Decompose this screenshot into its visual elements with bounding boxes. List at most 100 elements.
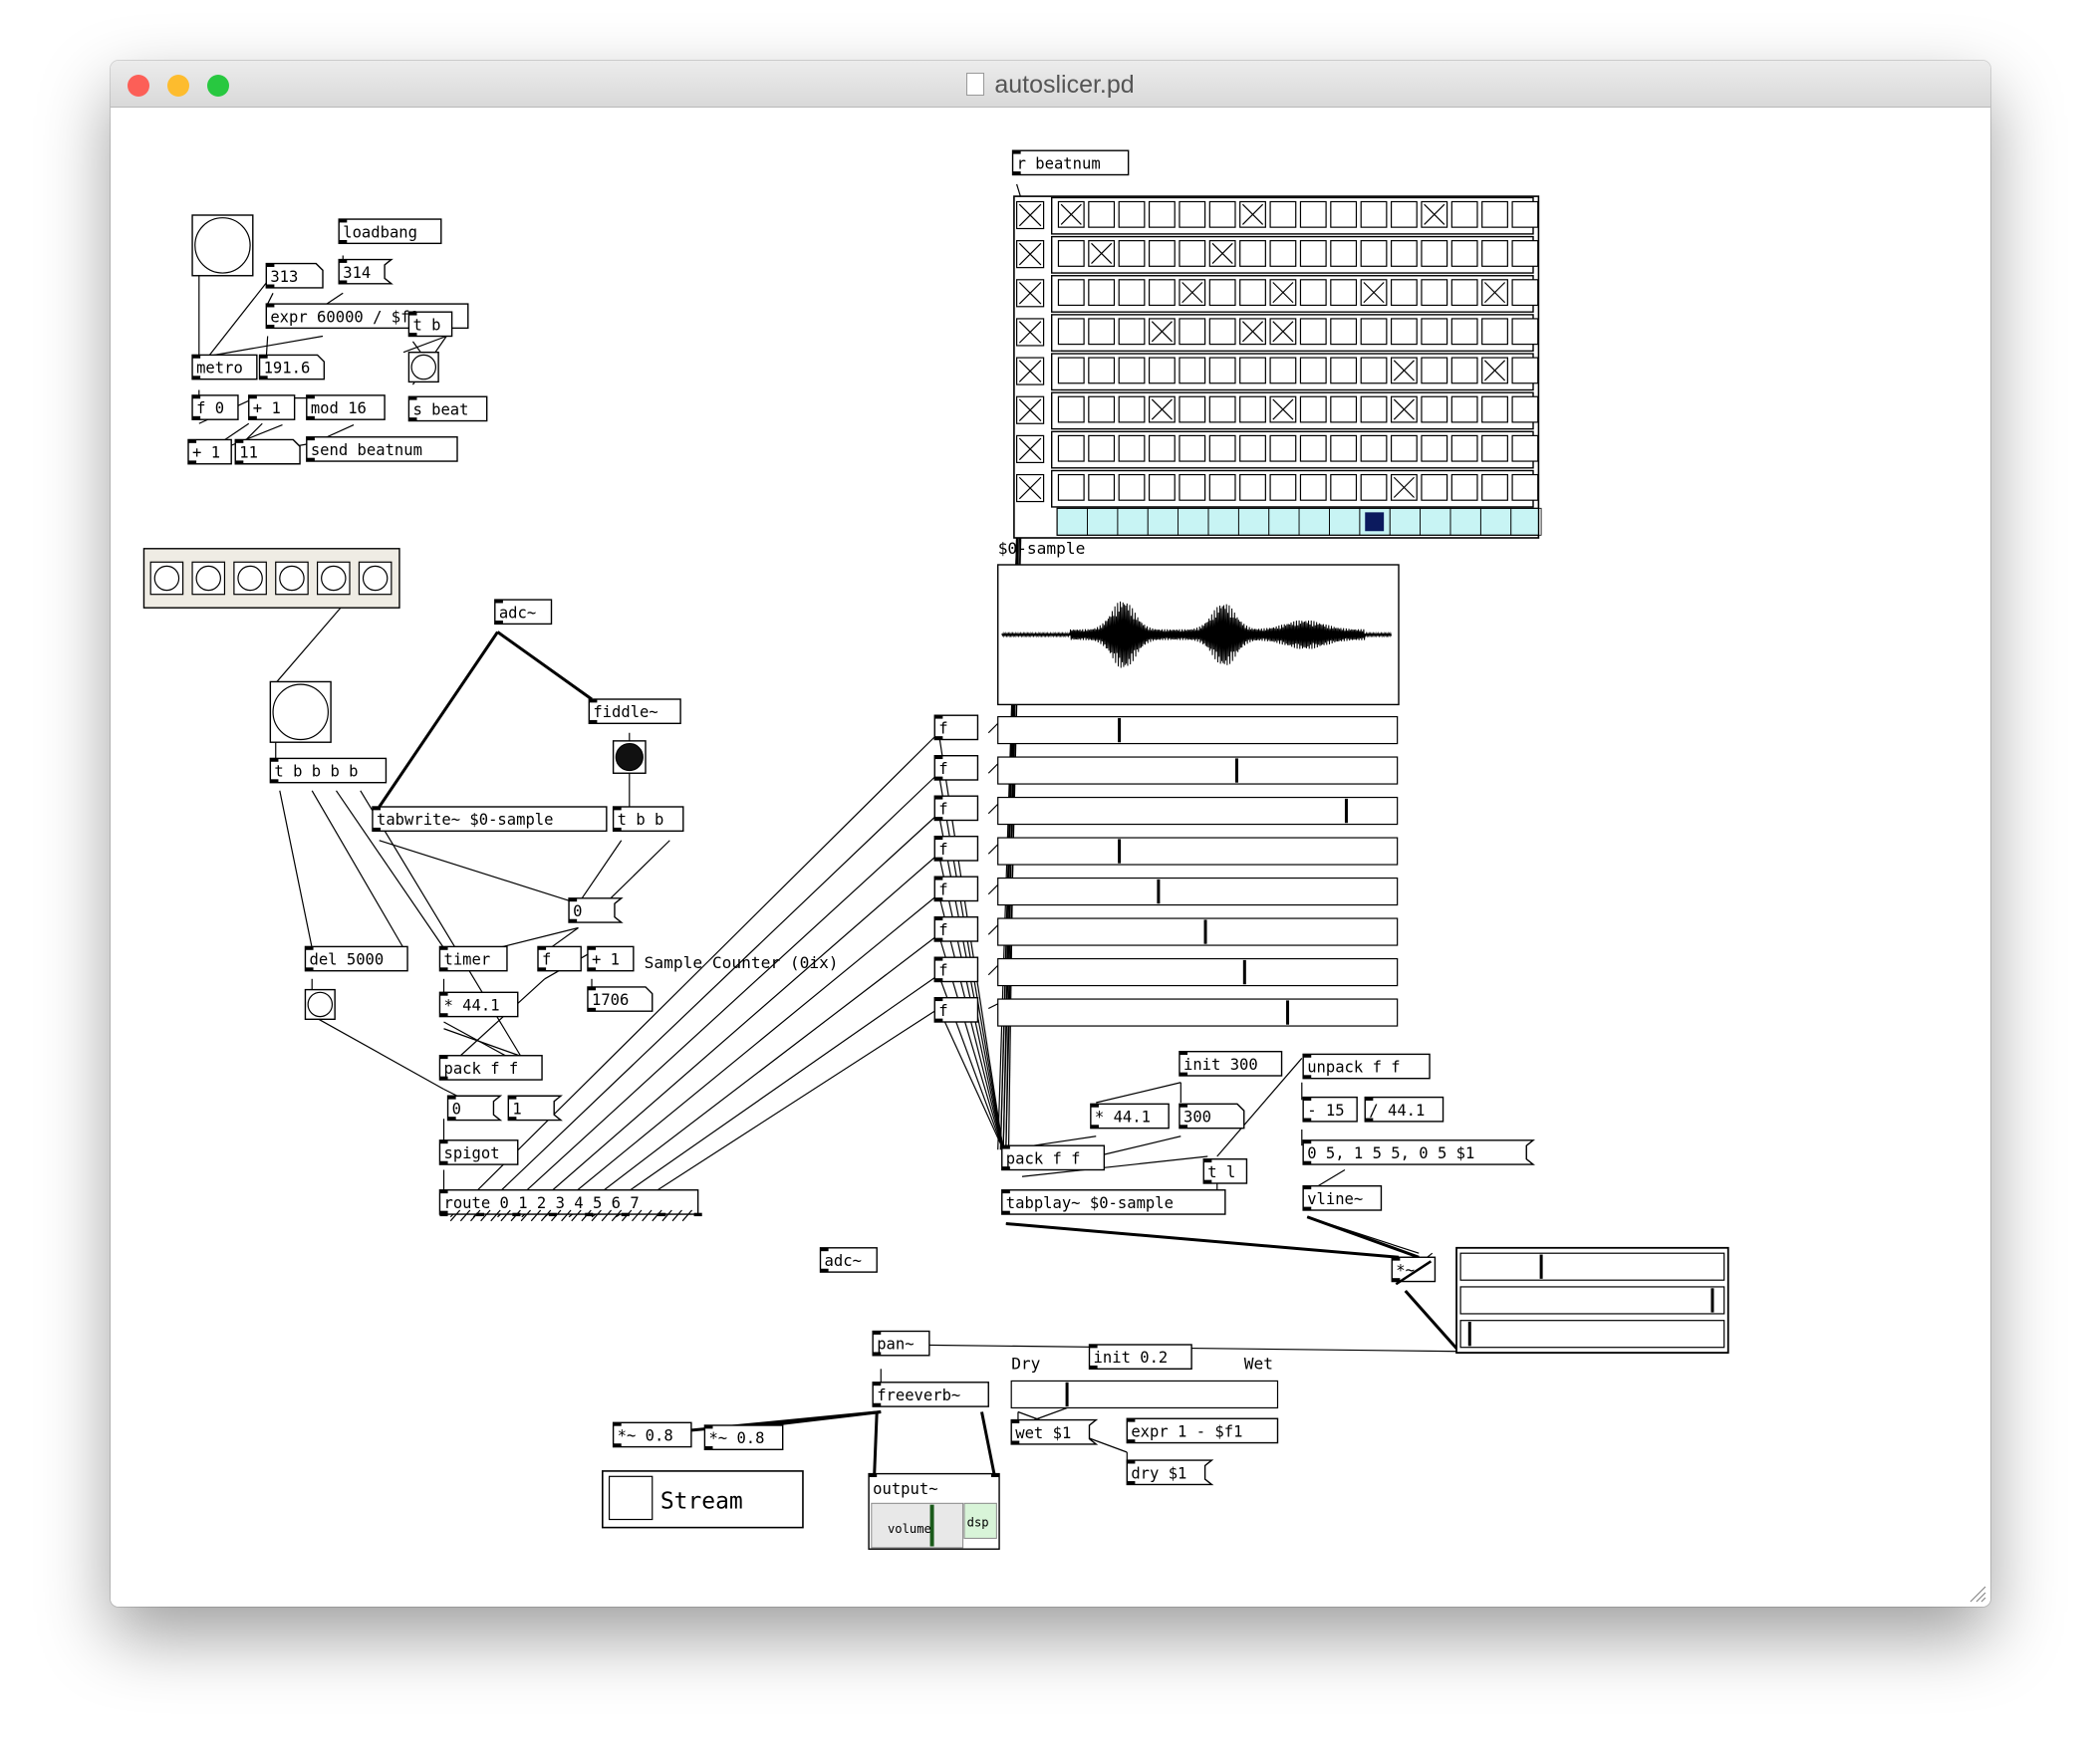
timer-box[interactable] [438, 945, 508, 972]
step-toggle[interactable] [1269, 434, 1297, 462]
plus1-a-box[interactable] [248, 394, 296, 420]
step-toggle[interactable] [1148, 240, 1176, 267]
step-toggle[interactable] [1057, 434, 1085, 462]
step-toggle[interactable] [1450, 473, 1478, 501]
msg-1-msg[interactable] [507, 1095, 563, 1122]
mul-441b-box[interactable] [1090, 1103, 1170, 1130]
mul-08b-box[interactable] [703, 1424, 784, 1450]
plus1-box[interactable] [587, 945, 635, 972]
mul-441-box[interactable] [438, 991, 519, 1018]
step-toggle[interactable] [1179, 200, 1206, 228]
tabwrite-box[interactable] [372, 806, 608, 832]
step-toggle[interactable] [1421, 357, 1448, 384]
f-box[interactable] [537, 945, 582, 972]
step-toggle[interactable] [1330, 473, 1358, 501]
slice-f-box[interactable] [933, 795, 979, 822]
num-1706-number[interactable] [587, 986, 654, 1012]
slice-f-box[interactable] [933, 755, 979, 781]
step-toggle[interactable] [1057, 318, 1085, 346]
slice-slider[interactable] [997, 837, 1399, 866]
init-300-box[interactable] [1179, 1051, 1283, 1077]
playhead-row[interactable] [1056, 507, 1539, 536]
slice-slider[interactable] [997, 957, 1399, 987]
metro-bang-icon[interactable] [194, 217, 251, 274]
step-toggle[interactable] [1330, 434, 1358, 462]
step-toggle[interactable] [1239, 357, 1266, 384]
step-toggle[interactable] [1088, 473, 1116, 501]
step-toggle[interactable] [1269, 240, 1297, 267]
radio-bang-icon[interactable] [153, 565, 180, 592]
del-5000-box[interactable] [304, 945, 408, 972]
mult-box[interactable] [1391, 1256, 1437, 1283]
step-toggle[interactable] [1239, 240, 1266, 267]
metro-box[interactable] [191, 354, 258, 380]
step-toggle[interactable] [1511, 240, 1539, 267]
step-toggle[interactable] [1390, 200, 1418, 228]
step-toggle[interactable] [1208, 395, 1236, 423]
step-toggle[interactable] [1208, 434, 1236, 462]
send-beatnum-box[interactable] [306, 436, 458, 462]
step-toggle[interactable] [1481, 240, 1508, 267]
step-toggle[interactable] [1088, 200, 1116, 228]
step-toggle[interactable] [1179, 434, 1206, 462]
step-toggle[interactable] [1511, 473, 1539, 501]
mod-16-box[interactable] [306, 394, 386, 420]
step-toggle[interactable] [1208, 279, 1236, 307]
step-toggle[interactable] [1450, 357, 1478, 384]
fiddle-box[interactable] [588, 698, 681, 724]
step-toggle[interactable] [1360, 395, 1388, 423]
step-toggle[interactable] [1330, 200, 1358, 228]
pan-box[interactable] [872, 1330, 930, 1357]
num-11-number[interactable] [234, 438, 301, 465]
step-toggle[interactable] [1179, 318, 1206, 346]
step-toggle[interactable] [1208, 473, 1236, 501]
pack-ff-box[interactable] [438, 1055, 543, 1081]
onset-bang-icon[interactable] [615, 742, 644, 772]
step-toggle[interactable] [1511, 395, 1539, 423]
r-beatnum-box[interactable] [1011, 149, 1130, 176]
t-bbbb-box[interactable] [269, 757, 388, 784]
step-toggle[interactable] [1208, 357, 1236, 384]
slice-f-box[interactable] [933, 956, 979, 983]
step-toggle[interactable] [1421, 395, 1448, 423]
step-toggle[interactable] [1088, 357, 1116, 384]
step-toggle[interactable] [1118, 200, 1146, 228]
adc-2-box[interactable] [819, 1247, 878, 1273]
mul-08a-box[interactable] [612, 1421, 692, 1448]
step-toggle[interactable] [1269, 357, 1297, 384]
step-toggle[interactable] [1239, 434, 1266, 462]
step-toggle[interactable] [1057, 357, 1085, 384]
step-toggle[interactable] [1450, 240, 1478, 267]
radio-bang-icon[interactable] [321, 565, 347, 592]
step-toggle[interactable] [1088, 395, 1116, 423]
step-toggle[interactable] [1299, 200, 1327, 228]
f-0-box[interactable] [191, 394, 239, 420]
step-toggle[interactable] [1360, 357, 1388, 384]
msg-0b-msg[interactable] [446, 1095, 503, 1122]
volume-slider[interactable] [871, 1502, 964, 1549]
step-toggle[interactable] [1299, 473, 1327, 501]
step-toggle[interactable] [1088, 279, 1116, 307]
step-toggle[interactable] [1179, 395, 1206, 423]
step-toggle[interactable] [1299, 357, 1327, 384]
step-toggle[interactable] [1057, 279, 1085, 307]
step-toggle[interactable] [1118, 279, 1146, 307]
step-toggle[interactable] [1481, 395, 1508, 423]
step-toggle[interactable] [1299, 279, 1327, 307]
s-beat-box[interactable] [407, 395, 488, 422]
step-toggle[interactable] [1390, 279, 1418, 307]
vline-box[interactable] [1302, 1184, 1383, 1211]
close-button[interactable] [128, 75, 149, 97]
plus1-b-box[interactable] [187, 438, 232, 465]
step-toggle[interactable] [1148, 279, 1176, 307]
step-toggle[interactable] [1179, 240, 1206, 267]
zoom-button[interactable] [207, 75, 229, 97]
pan-slider[interactable] [1459, 1320, 1725, 1349]
slice-f-box[interactable] [933, 714, 979, 741]
step-toggle[interactable] [1330, 357, 1358, 384]
step-toggle[interactable] [1330, 279, 1358, 307]
step-toggle[interactable] [1208, 318, 1236, 346]
step-toggle[interactable] [1450, 279, 1478, 307]
